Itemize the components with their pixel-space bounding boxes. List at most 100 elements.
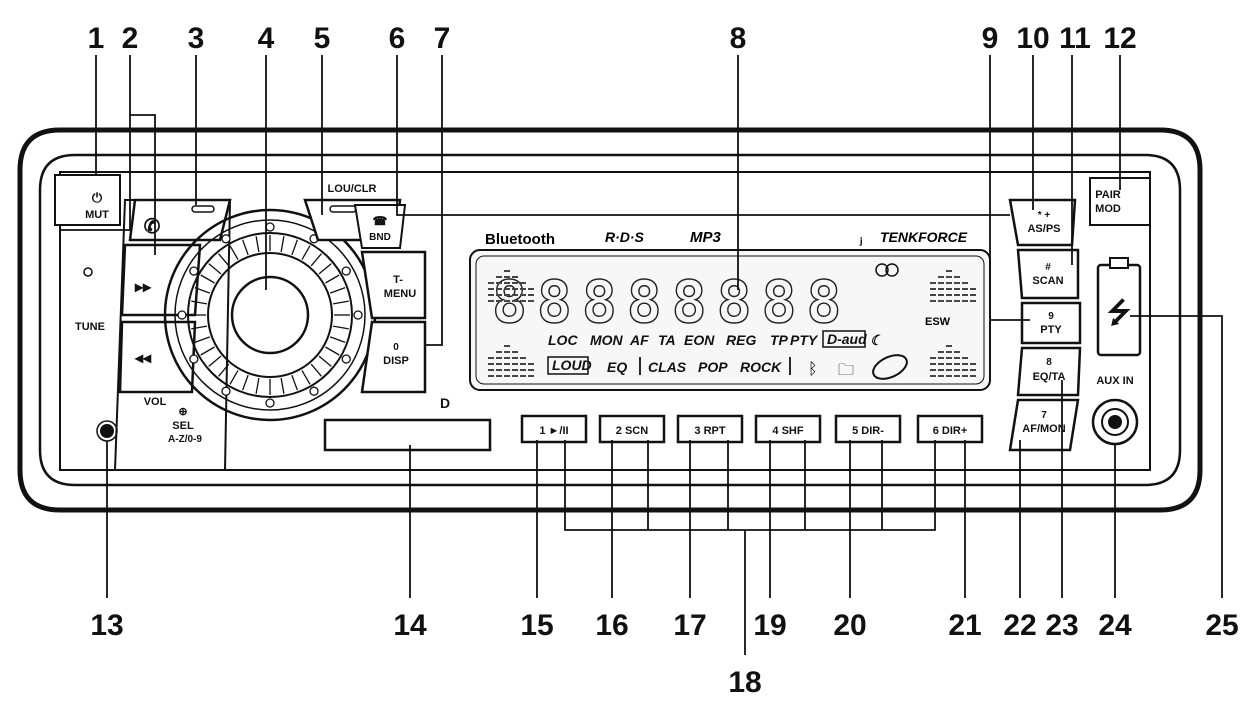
spectrum-segment [496, 282, 502, 284]
callout-18: 18 [728, 666, 761, 699]
folder-icon: 🗀 [838, 362, 854, 379]
bluetooth-mic-icon [191, 205, 215, 213]
usb-port[interactable]: ⭍ [1096, 257, 1142, 357]
spectrum-segment [946, 363, 952, 365]
preset-button-3[interactable]: 3 RPT [676, 414, 744, 444]
as-ps-button[interactable]: * + AS/PS [1008, 198, 1077, 247]
spectrum-segment [930, 363, 936, 365]
power-icon: ⏻ [92, 190, 103, 205]
eq-brackets [639, 357, 791, 375]
spectrum-segment [504, 282, 510, 284]
callout-15: 15 [520, 609, 553, 642]
spectrum-segment [512, 300, 518, 302]
menu-button[interactable]: T- MENU [360, 250, 427, 320]
spectrum-segment [930, 294, 936, 296]
spectrum-segment [512, 294, 518, 296]
display-button[interactable]: 0 DISP [360, 320, 427, 394]
knob-ridge [325, 346, 340, 356]
preset-button-1[interactable]: 1 ►/II [520, 414, 588, 444]
knob-ridge [301, 245, 311, 260]
callout-25: 25 [1205, 609, 1238, 642]
spectrum-segment [946, 357, 952, 359]
spectrum-segment [520, 300, 526, 302]
eq-mode-2: ROCK [740, 359, 782, 375]
spectrum-segment [938, 363, 944, 365]
knob-dot [189, 354, 199, 364]
knob-dot [309, 386, 319, 396]
afmon-number: 7 [1041, 410, 1047, 421]
preset-button-6[interactable]: 6 DIR+ [916, 414, 984, 444]
knob-dot [341, 266, 351, 276]
callout-24: 24 [1098, 609, 1132, 642]
spectrum-segment [954, 351, 960, 353]
spectrum-segment [930, 369, 936, 371]
scan-label: SCAN [1032, 275, 1063, 287]
knob-ridge [200, 346, 215, 356]
spectrum-segment [954, 288, 960, 290]
indicator-loc: LOC [548, 332, 578, 348]
knob-ridge [332, 325, 349, 330]
spectrum-segment [504, 288, 510, 290]
callout-19: 19 [753, 609, 786, 642]
callout-10: 10 [1016, 22, 1049, 55]
spectrum-segment [488, 375, 494, 377]
band-button[interactable]: ☎ BND [353, 204, 407, 249]
bluetooth-brand: Bluetooth [485, 231, 555, 248]
spectrum-segment [496, 351, 502, 353]
knob-ridge [318, 263, 332, 275]
preset-button-2[interactable]: 2 SCN [598, 414, 666, 444]
daud-indicator: D-aud [827, 331, 867, 347]
knob-ridge [329, 287, 346, 294]
spectrum-segment [962, 294, 968, 296]
af-mon-button[interactable]: 7 AF/MON [1008, 398, 1080, 452]
indicator-mon: MON [590, 332, 624, 348]
segment-digits: 88888888 [492, 268, 851, 336]
spectrum-segment [946, 369, 952, 371]
callout-11: 11 [1059, 22, 1091, 55]
pair-mode-button[interactable]: PAIR MOD [1089, 177, 1151, 226]
spectrum-segment [528, 300, 534, 302]
preset-label: 2 SCN [616, 425, 648, 437]
callout-20: 20 [833, 609, 866, 642]
spectrum-segment [954, 357, 960, 359]
mute-power-button[interactable]: ⏻ MUT [54, 174, 121, 226]
spectrum-segment [496, 300, 502, 302]
preset-button-4[interactable]: 4 SHF [754, 414, 822, 444]
select-icon: ⊕ [178, 406, 187, 418]
knob-dot [265, 222, 275, 232]
spectrum-segment [496, 276, 502, 278]
preset-button-5[interactable]: 5 DIR- [834, 414, 902, 444]
sel-label: SEL [172, 420, 194, 432]
spectrum-segment [504, 294, 510, 296]
fast-forward-icon: ▸▸ [134, 279, 152, 296]
loud-clr-label: LOU/CLR [328, 183, 377, 195]
reset-button[interactable] [100, 424, 114, 438]
spectrum-segment [512, 357, 518, 359]
preset-frame [598, 414, 666, 444]
pty-button[interactable]: 9 PTY [1020, 301, 1082, 345]
scan-button[interactable]: # SCAN [1016, 248, 1080, 300]
preset-frame [676, 414, 744, 444]
spectrum-segment [520, 363, 526, 365]
knob-dot [341, 354, 351, 364]
volume-knob[interactable] [163, 208, 377, 422]
mut-label: MUT [85, 209, 109, 221]
seek-back-button[interactable]: ◂◂ [118, 320, 197, 394]
spectrum-segment [938, 369, 944, 371]
spectrum-segment [938, 294, 944, 296]
eq-ta-button[interactable]: 8 EQ/TA [1016, 346, 1082, 397]
spectrum-segment [946, 276, 952, 278]
callout-4: 4 [258, 22, 275, 55]
eq-mode-1: POP [698, 359, 728, 375]
phone-button[interactable]: ✆ [128, 198, 232, 242]
callout-22: 22 [1003, 609, 1036, 642]
aux-in-jack[interactable] [1091, 398, 1139, 446]
crescent-icon: ☾ [870, 332, 883, 348]
knob-ridge [310, 253, 322, 267]
eject-mark: D [440, 395, 450, 411]
preset-label: 4 SHF [772, 425, 803, 437]
callout-14: 14 [393, 609, 427, 642]
radio-housing [17, 127, 1203, 513]
knob-ridge [191, 325, 208, 330]
spectrum-segment [496, 294, 502, 296]
